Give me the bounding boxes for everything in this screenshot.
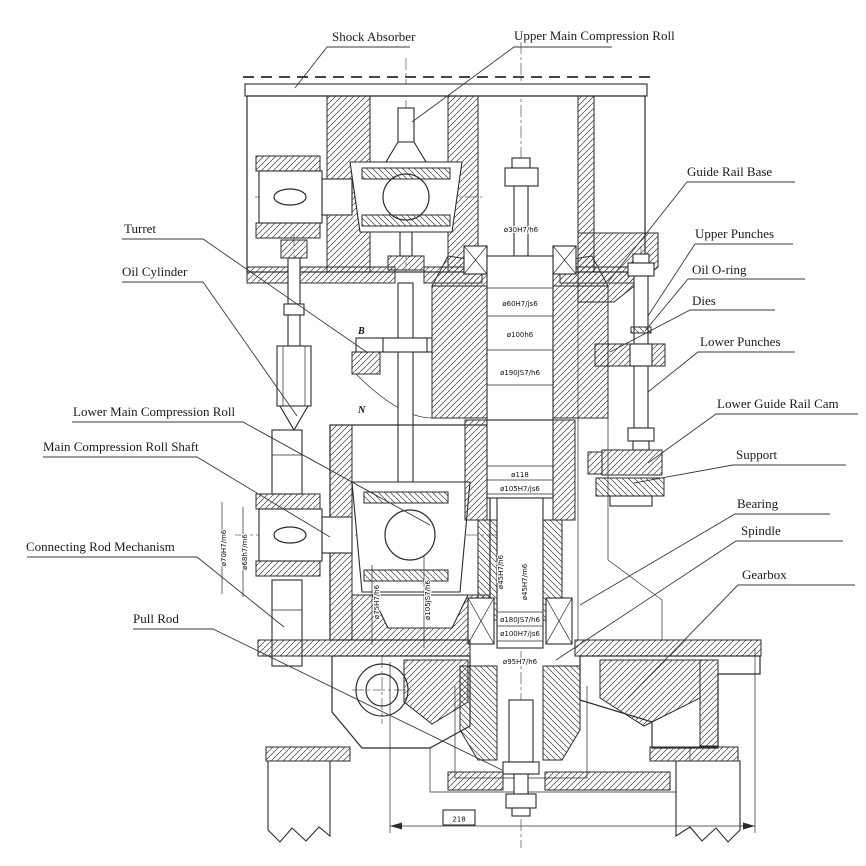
leader-lines bbox=[27, 46, 858, 771]
support-part bbox=[595, 477, 665, 507]
leader-lower-punches bbox=[647, 351, 795, 393]
label-oil-o-ring: Oil O-ring bbox=[692, 262, 747, 277]
label-gearbox: Gearbox bbox=[742, 567, 787, 582]
leader-gearbox bbox=[627, 584, 855, 699]
lower-punch-part bbox=[627, 365, 655, 451]
leader-turret bbox=[122, 238, 369, 354]
leader-upper-main-compression-roll bbox=[411, 46, 612, 123]
dim-turret-center-bore: ø100h6 bbox=[507, 331, 534, 339]
leader-oil-cylinder bbox=[122, 281, 298, 417]
leader-bearing bbox=[579, 513, 830, 606]
label-bearing: Bearing bbox=[737, 496, 779, 511]
dim-lower-roll-bore: ø75H7/h6 bbox=[373, 584, 381, 619]
label-lower-punches: Lower Punches bbox=[700, 334, 781, 349]
dimension-texts: ø30H7/h6 ø60H7/js6 ø100h6 ø190JS7/h6 ø11… bbox=[219, 225, 542, 667]
lower-main-compression-roll-part bbox=[351, 481, 471, 593]
gearbox-part bbox=[257, 639, 762, 793]
spindle-part bbox=[464, 419, 576, 649]
left-leg bbox=[265, 746, 351, 843]
leader-lower-guide-rail-cam bbox=[647, 413, 858, 464]
upper-punch-column bbox=[504, 157, 539, 257]
label-turret: Turret bbox=[124, 221, 156, 236]
dim-spindle-shoulder: ø118 bbox=[511, 471, 529, 479]
section-mark-b: B bbox=[357, 326, 365, 337]
label-upper-punches: Upper Punches bbox=[695, 226, 774, 241]
dim-roll-pin-right: ø45H7/m6 bbox=[521, 563, 529, 600]
lower-guide-rail-cam-part bbox=[587, 449, 663, 476]
label-spindle: Spindle bbox=[741, 523, 781, 538]
turret-part bbox=[351, 245, 609, 483]
right-frame bbox=[577, 302, 663, 640]
label-connecting-rod-mechanism: Connecting Rod Mechanism bbox=[26, 539, 175, 554]
leader-dies bbox=[609, 309, 775, 353]
dim-shaft-fit-outer: ø70H7/m6 bbox=[220, 529, 228, 566]
dies-part bbox=[594, 343, 666, 367]
label-lower-main-compression-roll: Lower Main Compression Roll bbox=[73, 404, 236, 419]
leader-upper-punches bbox=[647, 243, 793, 317]
leader-connecting-rod-mechanism bbox=[27, 556, 285, 628]
dim-bearing-bore: ø100H7/js6 bbox=[500, 630, 540, 638]
label-upper-main-compression-roll: Upper Main Compression Roll bbox=[514, 28, 675, 43]
label-oil-cylinder: Oil Cylinder bbox=[122, 264, 188, 279]
dim-roll-pin-left: ø45H7/h6 bbox=[497, 554, 505, 589]
section-mark-n: N bbox=[357, 405, 366, 416]
dim-spindle-seat-upper: ø105H7/js6 bbox=[500, 485, 540, 493]
dim-spindle-seat-lower: ø95H7/h6 bbox=[503, 658, 538, 666]
label-lower-guide-rail-cam: Lower Guide Rail Cam bbox=[717, 396, 839, 411]
dim-shaft-fit-inner: ø68h7/m6 bbox=[241, 534, 249, 570]
dim-base-width: 218 bbox=[452, 816, 465, 824]
label-main-compression-roll-shaft: Main Compression Roll Shaft bbox=[43, 439, 199, 454]
pull-rod-part bbox=[502, 699, 540, 817]
part-labels: Shock Absorber Upper Main Compression Ro… bbox=[26, 28, 839, 626]
leader-support bbox=[633, 464, 846, 484]
dim-turret-seat: ø190JS7/h6 bbox=[500, 369, 540, 377]
leader-shock-absorber bbox=[294, 46, 410, 89]
dimension-base-width: 218 bbox=[389, 648, 756, 833]
leader-main-compression-roll-shaft bbox=[43, 456, 331, 538]
leader-spindle bbox=[555, 540, 843, 661]
label-dies: Dies bbox=[692, 293, 716, 308]
upper-main-compression-roll-part bbox=[349, 161, 463, 233]
label-shock-absorber: Shock Absorber bbox=[332, 29, 416, 44]
dim-die-seat: ø60H7/js6 bbox=[502, 300, 538, 308]
leader-lower-main-compression-roll bbox=[72, 421, 431, 526]
dimension-witness-lines bbox=[221, 502, 425, 648]
right-leg bbox=[649, 746, 741, 843]
leader-pull-rod bbox=[133, 628, 503, 771]
dim-upper-punch-shank: ø30H7/h6 bbox=[504, 226, 539, 234]
dim-lower-roll-seat: ø105JS7/h6 bbox=[424, 580, 432, 620]
dim-bearing-seat: ø180JS7/h6 bbox=[500, 616, 540, 624]
section-marks: B N bbox=[357, 326, 366, 416]
label-pull-rod: Pull Rod bbox=[133, 611, 179, 626]
label-support: Support bbox=[736, 447, 778, 462]
upper-ram bbox=[385, 107, 427, 271]
leader-guide-rail-base bbox=[607, 181, 795, 283]
oil-cylinder-part bbox=[276, 239, 312, 432]
leader-oil-o-ring bbox=[644, 278, 805, 332]
upper-roll-shaft bbox=[255, 155, 353, 239]
label-guide-rail-base: Guide Rail Base bbox=[687, 164, 772, 179]
